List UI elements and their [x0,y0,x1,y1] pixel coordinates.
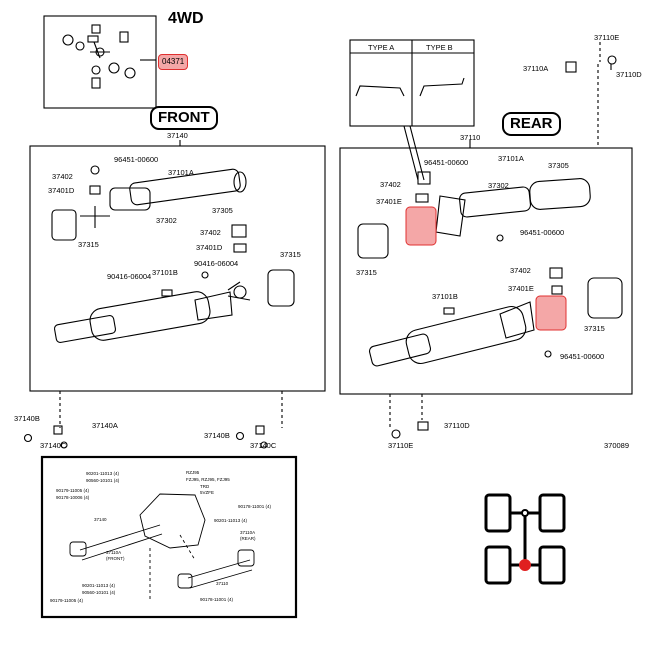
inset-label: 90179-11005 (4) [50,598,83,603]
part-label[interactable]: 37140B [204,431,230,440]
inset-note: 5VZFE [200,490,215,495]
inset-label: 37110 [216,581,229,586]
part-label[interactable]: 96451-00600 [424,158,469,167]
front-frame [29,145,326,392]
part-label[interactable]: 37402 [380,180,401,189]
inset-label: 90178-10006 (4) [56,495,90,500]
inset-label: 90179-11005 (4) [56,488,89,493]
inset-label: 90201-11013 (4) [82,583,115,588]
part-label[interactable]: 37305 [212,206,233,215]
part-label[interactable]: 37101A [168,168,194,177]
rear-frame [339,147,633,395]
part-label[interactable]: 37101B [152,268,178,277]
inset-label: 90178-11001 (4) [200,597,233,602]
inset-note: RZJ95 [186,470,200,475]
inset-label: (FRONT) [106,556,125,561]
inset-label: 90201-11013 (4) [214,518,247,523]
part-label[interactable]: 37101B [432,292,458,301]
part-label[interactable]: 37402 [52,172,73,181]
part-label[interactable]: 37401D [48,186,75,195]
rear-assembly-number[interactable]: 37110 [460,133,481,142]
rear-shaft-drawing [357,171,623,367]
kit-parts-drawing [62,24,156,89]
part-label[interactable]: 37140C [40,441,67,450]
part-label[interactable]: 37401E [376,197,402,206]
part-label[interactable]: 37315 [356,268,377,277]
rear-axle-indicator [519,559,531,571]
part-label[interactable]: 37110E [594,33,620,42]
part-label[interactable]: 37140A [92,421,118,430]
inset-label: 37110A [240,530,256,535]
type-a-label: TYPE A [368,43,395,52]
type-b-label: TYPE B [426,43,453,52]
front-shaft-drawing [51,165,295,343]
part-label[interactable]: 96451-00600 [520,228,565,237]
part-label[interactable]: 37401E [508,284,534,293]
highlight-part-number[interactable]: 04371 [158,54,189,70]
part-label[interactable]: 37110D [444,421,470,430]
inset-label: 90178-11001 (4) [238,504,271,509]
part-label[interactable]: 37302 [488,181,509,190]
front-assembly-number[interactable]: 37140 [167,131,188,140]
part-label[interactable]: 37140B [14,414,40,423]
part-label[interactable]: 37401D [196,243,223,252]
part-label[interactable]: 37101A [498,154,524,163]
inset-label: 37110A [106,550,122,555]
part-label[interactable]: 37315 [78,240,99,249]
part-label[interactable]: 96451-00600 [114,155,159,164]
part-label[interactable]: 37402 [510,266,531,275]
inset-note: FZJ95, RZJ95, FZJ95 [186,477,230,482]
inset-drawing [69,493,255,600]
part-label[interactable]: 37315 [280,250,301,259]
kit-box-frame [43,15,157,109]
inset-label: 90201-11013 (4) [86,471,119,476]
inset-label: (REAR) [240,536,256,541]
part-label[interactable]: 37110A [523,64,549,73]
front-label: FRONT [150,106,218,130]
inset-label: 37140 [94,517,107,522]
part-label[interactable]: 96451-00600 [560,352,605,361]
rear-label: REAR [502,112,561,136]
page-title: 4WD [168,10,204,27]
part-label[interactable]: 90416-06004 [107,272,152,281]
part-label[interactable]: 37140C [250,441,277,450]
inset-label: 90560-10101 (4) [82,590,116,595]
part-label[interactable]: 37110D [616,70,642,79]
part-label[interactable]: 37302 [156,216,177,225]
highlight-universal-joints [405,206,567,331]
diagram-reference-number: 370089 [604,441,630,450]
part-label[interactable]: 37315 [584,324,605,333]
part-label[interactable]: 37305 [548,161,569,170]
part-label[interactable]: 37110E [388,441,414,450]
part-label[interactable]: 90416-06004 [194,259,239,268]
inset-frame [40,455,298,619]
part-label[interactable]: 37402 [200,228,221,237]
inset-note: TRD [200,484,210,489]
inset-label: 90560-10101 (4) [86,478,120,483]
